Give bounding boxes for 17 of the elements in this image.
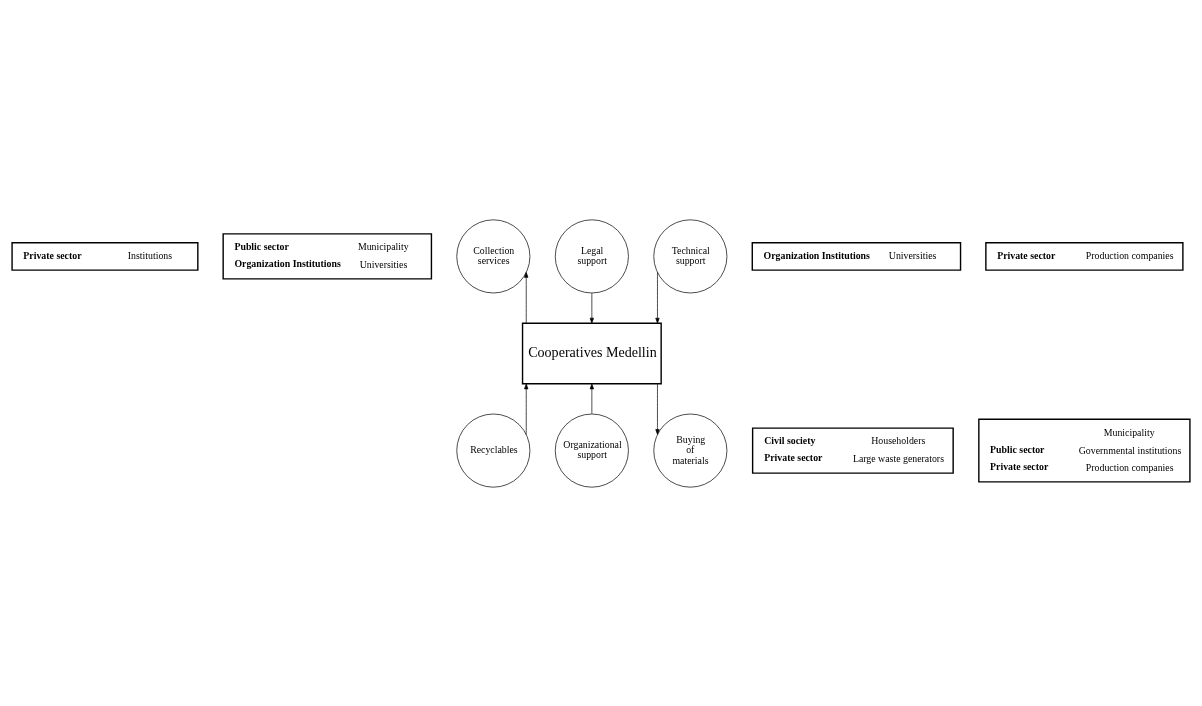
arrow: [655, 383, 660, 435]
node-box: Civil society Householders Private sector Large waste generators: [751, 426, 954, 474]
node-circle: Recyclables: [456, 413, 531, 488]
arrow: [524, 271, 529, 323]
arrow: [589, 292, 594, 323]
node-box: Private sector Production companies: [985, 241, 1184, 271]
node-circle: Organizational support: [554, 413, 629, 488]
arrow: [655, 271, 660, 323]
node-box: Municipality Public sector Governmental institutions Private sector Production companies: [978, 418, 1191, 483]
node-circle: Legal support: [554, 218, 629, 293]
node-circle: Technical support: [653, 218, 728, 293]
node-box: Public sector Municipality Organization Institutions Universities: [222, 232, 433, 280]
arrow: [524, 383, 529, 435]
node-box: Cooperatives Medellin: [521, 322, 662, 384]
node-box: Organization Institutions Universities: [751, 241, 962, 271]
arrow: [589, 383, 594, 414]
node-box: Private sector Institutions: [11, 241, 199, 271]
